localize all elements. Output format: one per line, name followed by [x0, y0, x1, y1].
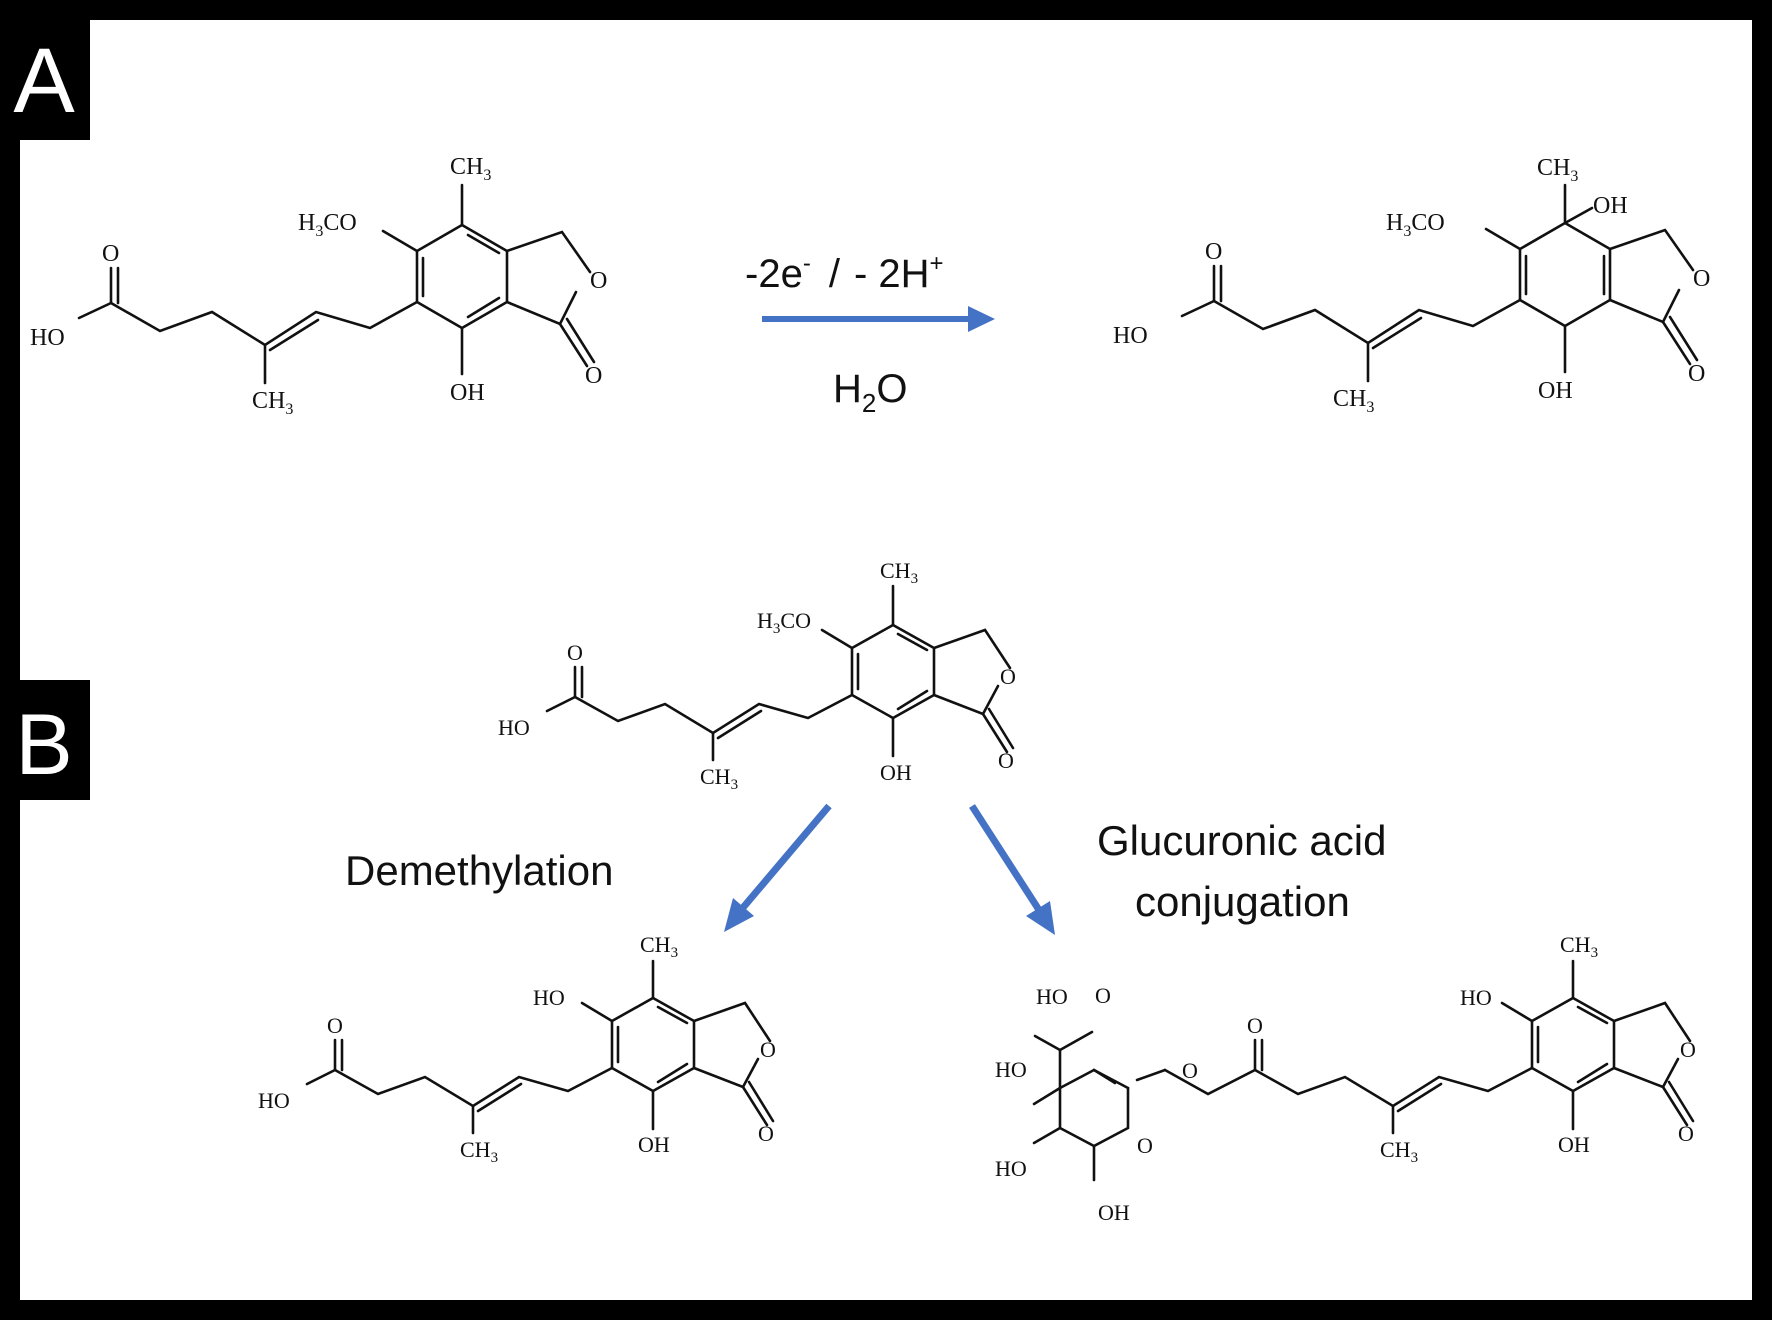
svg-text:CH3: CH3: [700, 764, 738, 793]
h3co-label: H: [298, 210, 315, 236]
h3co-label: H: [757, 608, 773, 633]
ho-label: HO: [995, 1156, 1027, 1181]
ch3-label: CH: [640, 932, 671, 957]
molecule-mpa-a: CH3 H3CO O O OH CH3 O HO: [30, 154, 607, 418]
svg-text:H3CO: H3CO: [298, 210, 357, 240]
reaction-conditions: -2e-/- 2H+ H2O: [745, 250, 995, 418]
svg-text:CH3: CH3: [880, 558, 918, 587]
carbonyl-oxygen-label: O: [1688, 361, 1705, 387]
svg-text:CH3: CH3: [1380, 1137, 1418, 1166]
ho-label: HO: [1113, 323, 1148, 349]
ho-label: HO: [533, 985, 565, 1010]
electron-loss-label: -2e: [745, 252, 803, 296]
ch3-label: CH: [1380, 1137, 1411, 1162]
ho-label: HO: [258, 1088, 290, 1113]
pathway-arrows: [724, 803, 1055, 935]
svg-text:CH3: CH3: [450, 154, 491, 184]
demethylation-arrow: [738, 803, 832, 913]
demethylation-label: Demethylation: [345, 847, 613, 894]
carbonyl-oxygen-label: O: [758, 1121, 774, 1146]
pyranose-oxygen-label: O: [1137, 1133, 1153, 1158]
ch3-label: CH: [252, 388, 285, 414]
molecule-mpa-b: CH3 H3CO O O OH CH3 O HO: [498, 558, 1016, 793]
demethylation-arrow-head: [724, 898, 754, 932]
ho-label: HO: [30, 325, 65, 351]
svg-text:H2O: H2O: [833, 367, 907, 418]
oh-label: OH: [450, 380, 485, 406]
ring-oxygen-label: O: [1000, 664, 1016, 689]
acid-oxygen-label: O: [567, 640, 583, 665]
water-label: H: [833, 367, 862, 411]
ring-oxygen-label: O: [590, 268, 607, 294]
svg-text:H3CO: H3CO: [1386, 210, 1445, 240]
molecule-glucuronide: CH3 HO O O OH CH3 O O O O HO HO HO OH: [995, 932, 1696, 1225]
oh-label: OH: [1098, 1200, 1130, 1225]
oh-label: OH: [880, 760, 912, 785]
glucuronic-acid-label: Glucuronic acid: [1097, 817, 1386, 864]
panel-a-label-bg: [0, 0, 90, 140]
ch3-label: CH: [1560, 932, 1591, 957]
ring-oxygen-label: O: [1693, 266, 1710, 292]
ho-label: HO: [1036, 984, 1068, 1009]
svg-text:H3CO: H3CO: [757, 608, 811, 637]
oh-label: OH: [1538, 378, 1573, 404]
svg-text:CH3: CH3: [1560, 932, 1598, 961]
acid-oxygen-label: O: [102, 241, 119, 267]
ketone-oxygen-label: O: [1247, 1013, 1263, 1038]
oh-label: OH: [1558, 1132, 1590, 1157]
molecule-product-a: CH3 OH H3CO O O OH CH3 O HO: [1113, 155, 1710, 416]
ch3-label: CH: [450, 154, 483, 180]
acid-oxygen-label: O: [1205, 239, 1222, 265]
panel-b-label-bg: [0, 680, 90, 800]
svg-text:CH3: CH3: [640, 932, 678, 961]
svg-text:CH3: CH3: [252, 388, 293, 418]
reaction-arrow-head: [968, 306, 995, 332]
ring-oxygen-label: O: [760, 1037, 776, 1062]
ch3-label: CH: [700, 764, 731, 789]
oh-label: OH: [638, 1132, 670, 1157]
oh-label: OH: [1593, 193, 1628, 219]
panel-b-label: B: [15, 697, 72, 793]
conjugation-arrow: [969, 804, 1042, 912]
svg-text:CH3: CH3: [460, 1137, 498, 1166]
acid-oxygen-label: O: [1095, 983, 1111, 1008]
ch3-label: CH: [460, 1137, 491, 1162]
molecule-demethylated: CH3 HO O O OH CH3 O HO: [258, 932, 776, 1166]
conjugation-arrow-head: [1026, 901, 1055, 935]
ch3-label: CH: [1333, 386, 1366, 412]
ring-oxygen-label: O: [1680, 1037, 1696, 1062]
svg-text:-2e-/- 2H+: -2e-/- 2H+: [745, 250, 944, 296]
svg-text:CH3: CH3: [1333, 386, 1374, 416]
ether-oxygen-label: O: [1182, 1058, 1198, 1083]
ch3-label: CH: [880, 558, 911, 583]
ho-label: HO: [995, 1057, 1027, 1082]
h3co-label: H: [1386, 210, 1403, 236]
ch3-label: CH: [1537, 155, 1570, 181]
carbonyl-oxygen-label: O: [585, 363, 602, 389]
ho-label: HO: [1460, 985, 1492, 1010]
conjugation-label: conjugation: [1135, 878, 1350, 925]
acid-oxygen-label: O: [327, 1013, 343, 1038]
carbonyl-oxygen-label: O: [1678, 1121, 1694, 1146]
svg-text:CH3: CH3: [1537, 155, 1578, 185]
ho-label: HO: [498, 715, 530, 740]
proton-loss-label: - 2H: [854, 252, 930, 296]
panel-a-label: A: [13, 30, 75, 132]
carbonyl-oxygen-label: O: [998, 748, 1014, 773]
